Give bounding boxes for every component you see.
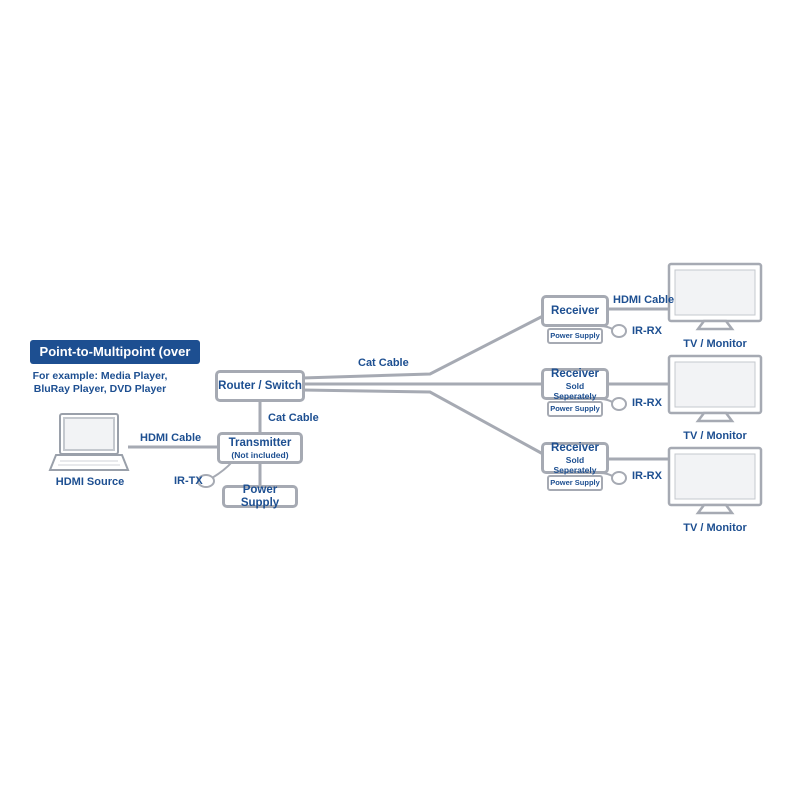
receiver-power-supply-1: Power Supply	[547, 328, 603, 344]
power-supply-box: Power Supply	[222, 483, 298, 509]
router-switch-box: Router / Switch	[215, 370, 305, 402]
receiver-label-1: Receiver	[551, 304, 599, 317]
receiver-sub-label-3: Sold Seperately	[553, 454, 597, 475]
ir-rx-label-1: IR-RX	[632, 325, 662, 337]
ir-tx-cable	[211, 461, 233, 479]
laptop-icon	[48, 413, 130, 471]
receiver-box-1: Receiver	[541, 295, 609, 327]
tv-monitor-label-1: TV / Monitor	[683, 338, 747, 350]
receiver-box-3: Receiver Sold Seperately	[541, 441, 609, 475]
ir-rx-icon-2	[611, 397, 627, 411]
ir-rx-label-3: IR-RX	[632, 470, 662, 482]
receiver-sub-label-2: Sold Seperately	[553, 380, 597, 401]
tv-monitor-label-3: TV / Monitor	[683, 522, 747, 534]
transmitter-label: Transmitter	[228, 436, 292, 449]
tv-monitor-label-2: TV / Monitor	[683, 430, 747, 442]
ir-rx-icon-1	[611, 324, 627, 338]
transmitter-box: Transmitter (Not included)	[217, 432, 303, 464]
ir-rx-icon-3	[611, 471, 627, 485]
receiver-power-supply-2: Power Supply	[547, 401, 603, 417]
receiver-label-3: Receiver	[551, 441, 599, 454]
transmitter-sub-label: (Not included)	[231, 449, 289, 460]
router-switch-label: Router / Switch	[218, 379, 302, 392]
ir-tx-icon	[197, 474, 215, 488]
cat-cable-top-label: Cat Cable	[358, 357, 409, 369]
ir-tx-label: IR-TX	[174, 475, 203, 487]
example-note: For example: Media Player, BluRay Player…	[32, 370, 168, 395]
receiver-box-2: Receiver Sold Seperately	[541, 367, 609, 401]
ir-rx-label-2: IR-RX	[632, 397, 662, 409]
hdmi-cable-label-left: HDMI Cable	[140, 432, 202, 444]
receiver-power-supply-3: Power Supply	[547, 475, 603, 491]
tv-monitor-icon-1	[667, 262, 763, 331]
hdmi-source-label: HDMI Source	[55, 476, 125, 488]
diagram-title: Point-to-Multipoint (over IP)	[30, 340, 200, 383]
receiver-label-2: Receiver	[551, 367, 599, 380]
cat-cable-vertical-label: Cat Cable	[268, 412, 319, 424]
hdmi-cable-label-right: HDMI Cable	[613, 294, 675, 306]
tv-monitor-icon-3	[667, 446, 763, 515]
power-supply-label: Power Supply	[240, 483, 280, 509]
tv-monitor-icon-2	[667, 354, 763, 423]
